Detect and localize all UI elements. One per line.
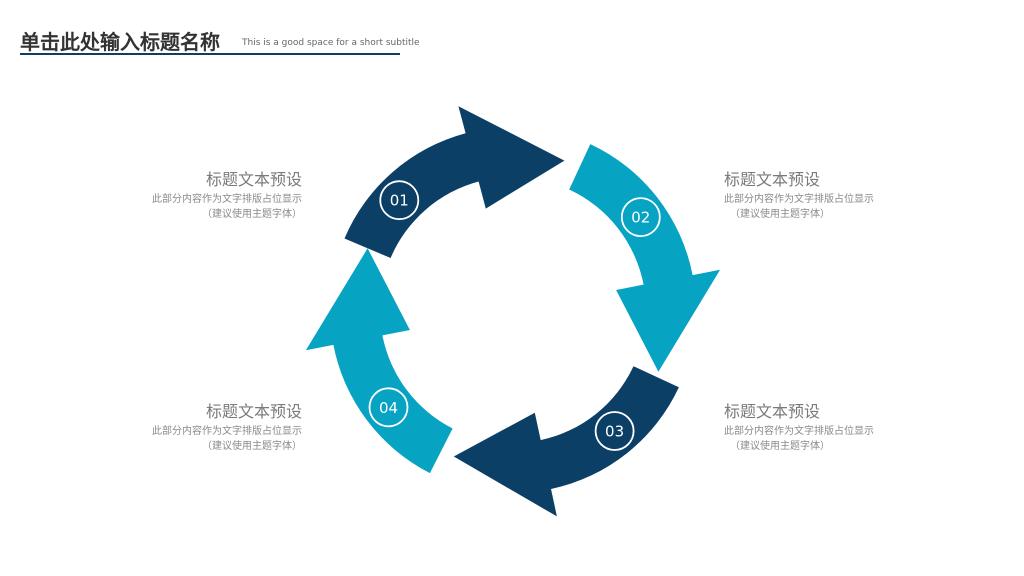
text-block-title[interactable]: 标题文本预设	[205, 170, 302, 189]
text-block-body: 此部分内容作为文字排版占位显示 （建议使用主题字体）	[72, 192, 302, 222]
text-block-title[interactable]: 标题文本预设	[724, 170, 821, 189]
text-block-top-right: 标题文本预设 此部分内容作为文字排版占位显示 （建议使用主题字体）	[724, 170, 954, 222]
cycle-arrow[interactable]	[344, 106, 565, 258]
slide-title[interactable]: 单击此处输入标题名称	[20, 30, 220, 54]
step-number-label[interactable]: 04	[379, 399, 398, 417]
text-block-body: 此部分内容作为文字排版占位显示 （建议使用主题字体）	[724, 192, 954, 222]
cycle-step-4: 04	[305, 248, 453, 474]
cycle-arrow[interactable]	[453, 366, 679, 517]
cycle-step-2: 02	[569, 144, 721, 372]
text-block-body-line[interactable]: 此部分内容作为文字排版占位显示	[152, 194, 302, 205]
step-number-label[interactable]: 02	[631, 209, 650, 227]
text-block-body-line[interactable]: （建议使用主题字体）	[730, 209, 830, 220]
step-number-ring	[368, 387, 409, 428]
text-block-title[interactable]: 标题文本预设	[724, 402, 821, 421]
step-number-ring	[620, 197, 661, 238]
step-number-ring	[594, 411, 635, 451]
text-block-title[interactable]: 标题文本预设	[205, 402, 302, 421]
step-number-ring	[379, 180, 420, 221]
text-block-body-line[interactable]: （建议使用主题字体）	[730, 441, 830, 452]
cycle-arrow[interactable]	[569, 144, 721, 372]
step-number-label[interactable]: 03	[605, 423, 624, 441]
header-underline	[20, 53, 400, 55]
cycle-step-3: 03	[453, 366, 679, 517]
slide-subtitle[interactable]: This is a good space for a short subtitl…	[242, 38, 420, 48]
text-block-top-left: 标题文本预设 此部分内容作为文字排版占位显示 （建议使用主题字体）	[72, 170, 302, 222]
step-number-label[interactable]: 01	[390, 192, 409, 210]
text-block-body-line[interactable]: 此部分内容作为文字排版占位显示	[724, 194, 874, 205]
text-block-body-line[interactable]: （建议使用主题字体）	[202, 209, 302, 220]
text-block-body-line[interactable]: 此部分内容作为文字排版占位显示	[724, 426, 874, 437]
text-block-bottom-left: 标题文本预设 此部分内容作为文字排版占位显示 （建议使用主题字体）	[72, 402, 302, 454]
text-block-body: 此部分内容作为文字排版占位显示 （建议使用主题字体）	[724, 424, 954, 454]
slide-header: 单击此处输入标题名称 This is a good space for a sh…	[20, 26, 420, 56]
text-block-body-line[interactable]: （建议使用主题字体）	[202, 441, 302, 452]
cycle-arrow[interactable]	[305, 248, 453, 474]
text-block-body: 此部分内容作为文字排版占位显示 （建议使用主题字体）	[72, 424, 302, 454]
cycle-arrows: 01 02 03 04	[305, 106, 721, 517]
cycle-step-1: 01	[344, 106, 565, 258]
text-block-bottom-right: 标题文本预设 此部分内容作为文字排版占位显示 （建议使用主题字体）	[724, 402, 954, 454]
text-block-body-line[interactable]: 此部分内容作为文字排版占位显示	[152, 426, 302, 437]
